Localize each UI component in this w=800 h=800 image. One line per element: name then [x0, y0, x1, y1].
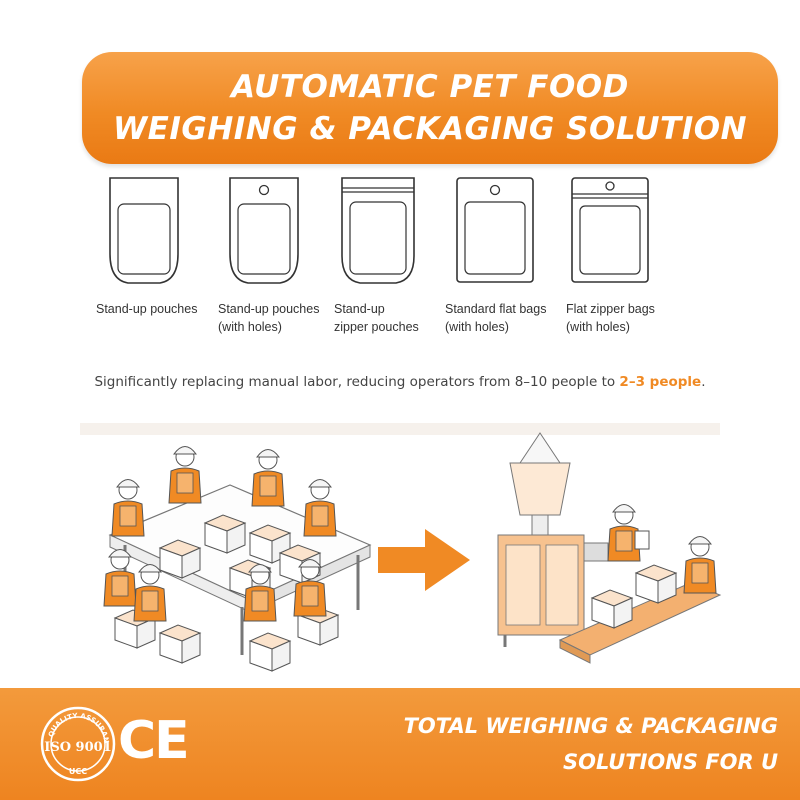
footer-banner: QUALITY ASSURANCE ISO 9001 UCC CE TOTAL …: [0, 688, 800, 800]
flat-zipper-bag-icon: [571, 177, 649, 283]
title-banner: AUTOMATIC PET FOOD WEIGHING & PACKAGING …: [82, 52, 778, 164]
ucc-label: UCC: [69, 767, 87, 776]
ce-mark-icon: CE: [118, 711, 190, 771]
bag-label-line1: Standard flat bags: [445, 302, 547, 316]
bag-label-line1: Stand-up pouches: [96, 302, 198, 316]
bag-label: Stand-up zipper pouches: [334, 300, 419, 336]
comparison-illustration: [80, 423, 722, 672]
bag-label-line2: (with holes): [218, 320, 282, 334]
bag-label: Standard flat bags (with holes): [445, 300, 546, 336]
title-line-2: WEIGHING & PACKAGING SOLUTION: [112, 111, 748, 147]
bag-label: Stand-up pouches: [96, 300, 197, 318]
tagline: Significantly replacing manual labor, re…: [0, 374, 800, 390]
bag-label-line2: (with holes): [566, 320, 630, 334]
automatic-packaging-machine-icon: [497, 432, 722, 664]
tagline-text: Significantly replacing manual labor, re…: [94, 374, 620, 390]
arrow-right-icon: [378, 529, 470, 591]
iso-label: ISO 9001: [44, 740, 112, 755]
title-line-1: AUTOMATIC PET FOOD: [231, 69, 629, 105]
bag-label-line2: (with holes): [445, 320, 509, 334]
bag-label-line1: Stand-up pouches: [218, 302, 320, 316]
footer-slogan-line-2: SOLUTIONS FOR U: [563, 750, 778, 774]
iso-9001-certification-icon: QUALITY ASSURANCE ISO 9001 UCC: [38, 704, 116, 782]
manual-packing-workers-icon: [103, 446, 372, 672]
bag-label: Flat zipper bags (with holes): [566, 300, 655, 336]
footer-slogan-line-1: TOTAL WEIGHING & PACKAGING: [403, 714, 778, 738]
bag-label-line1: Flat zipper bags: [566, 302, 655, 316]
bag-label: Stand-up pouches (with holes): [218, 300, 319, 336]
stand-up-pouch-icon: [109, 177, 179, 284]
tagline-end: .: [701, 374, 706, 390]
stand-up-pouch-with-hole-icon: [229, 177, 299, 284]
tagline-highlight: 2–3 people: [619, 374, 702, 390]
bag-label-line2: zipper pouches: [334, 320, 419, 334]
bag-label-line1: Stand-up: [334, 302, 385, 316]
stand-up-zipper-pouch-icon: [341, 177, 415, 284]
flat-bag-with-hole-icon: [456, 177, 534, 283]
